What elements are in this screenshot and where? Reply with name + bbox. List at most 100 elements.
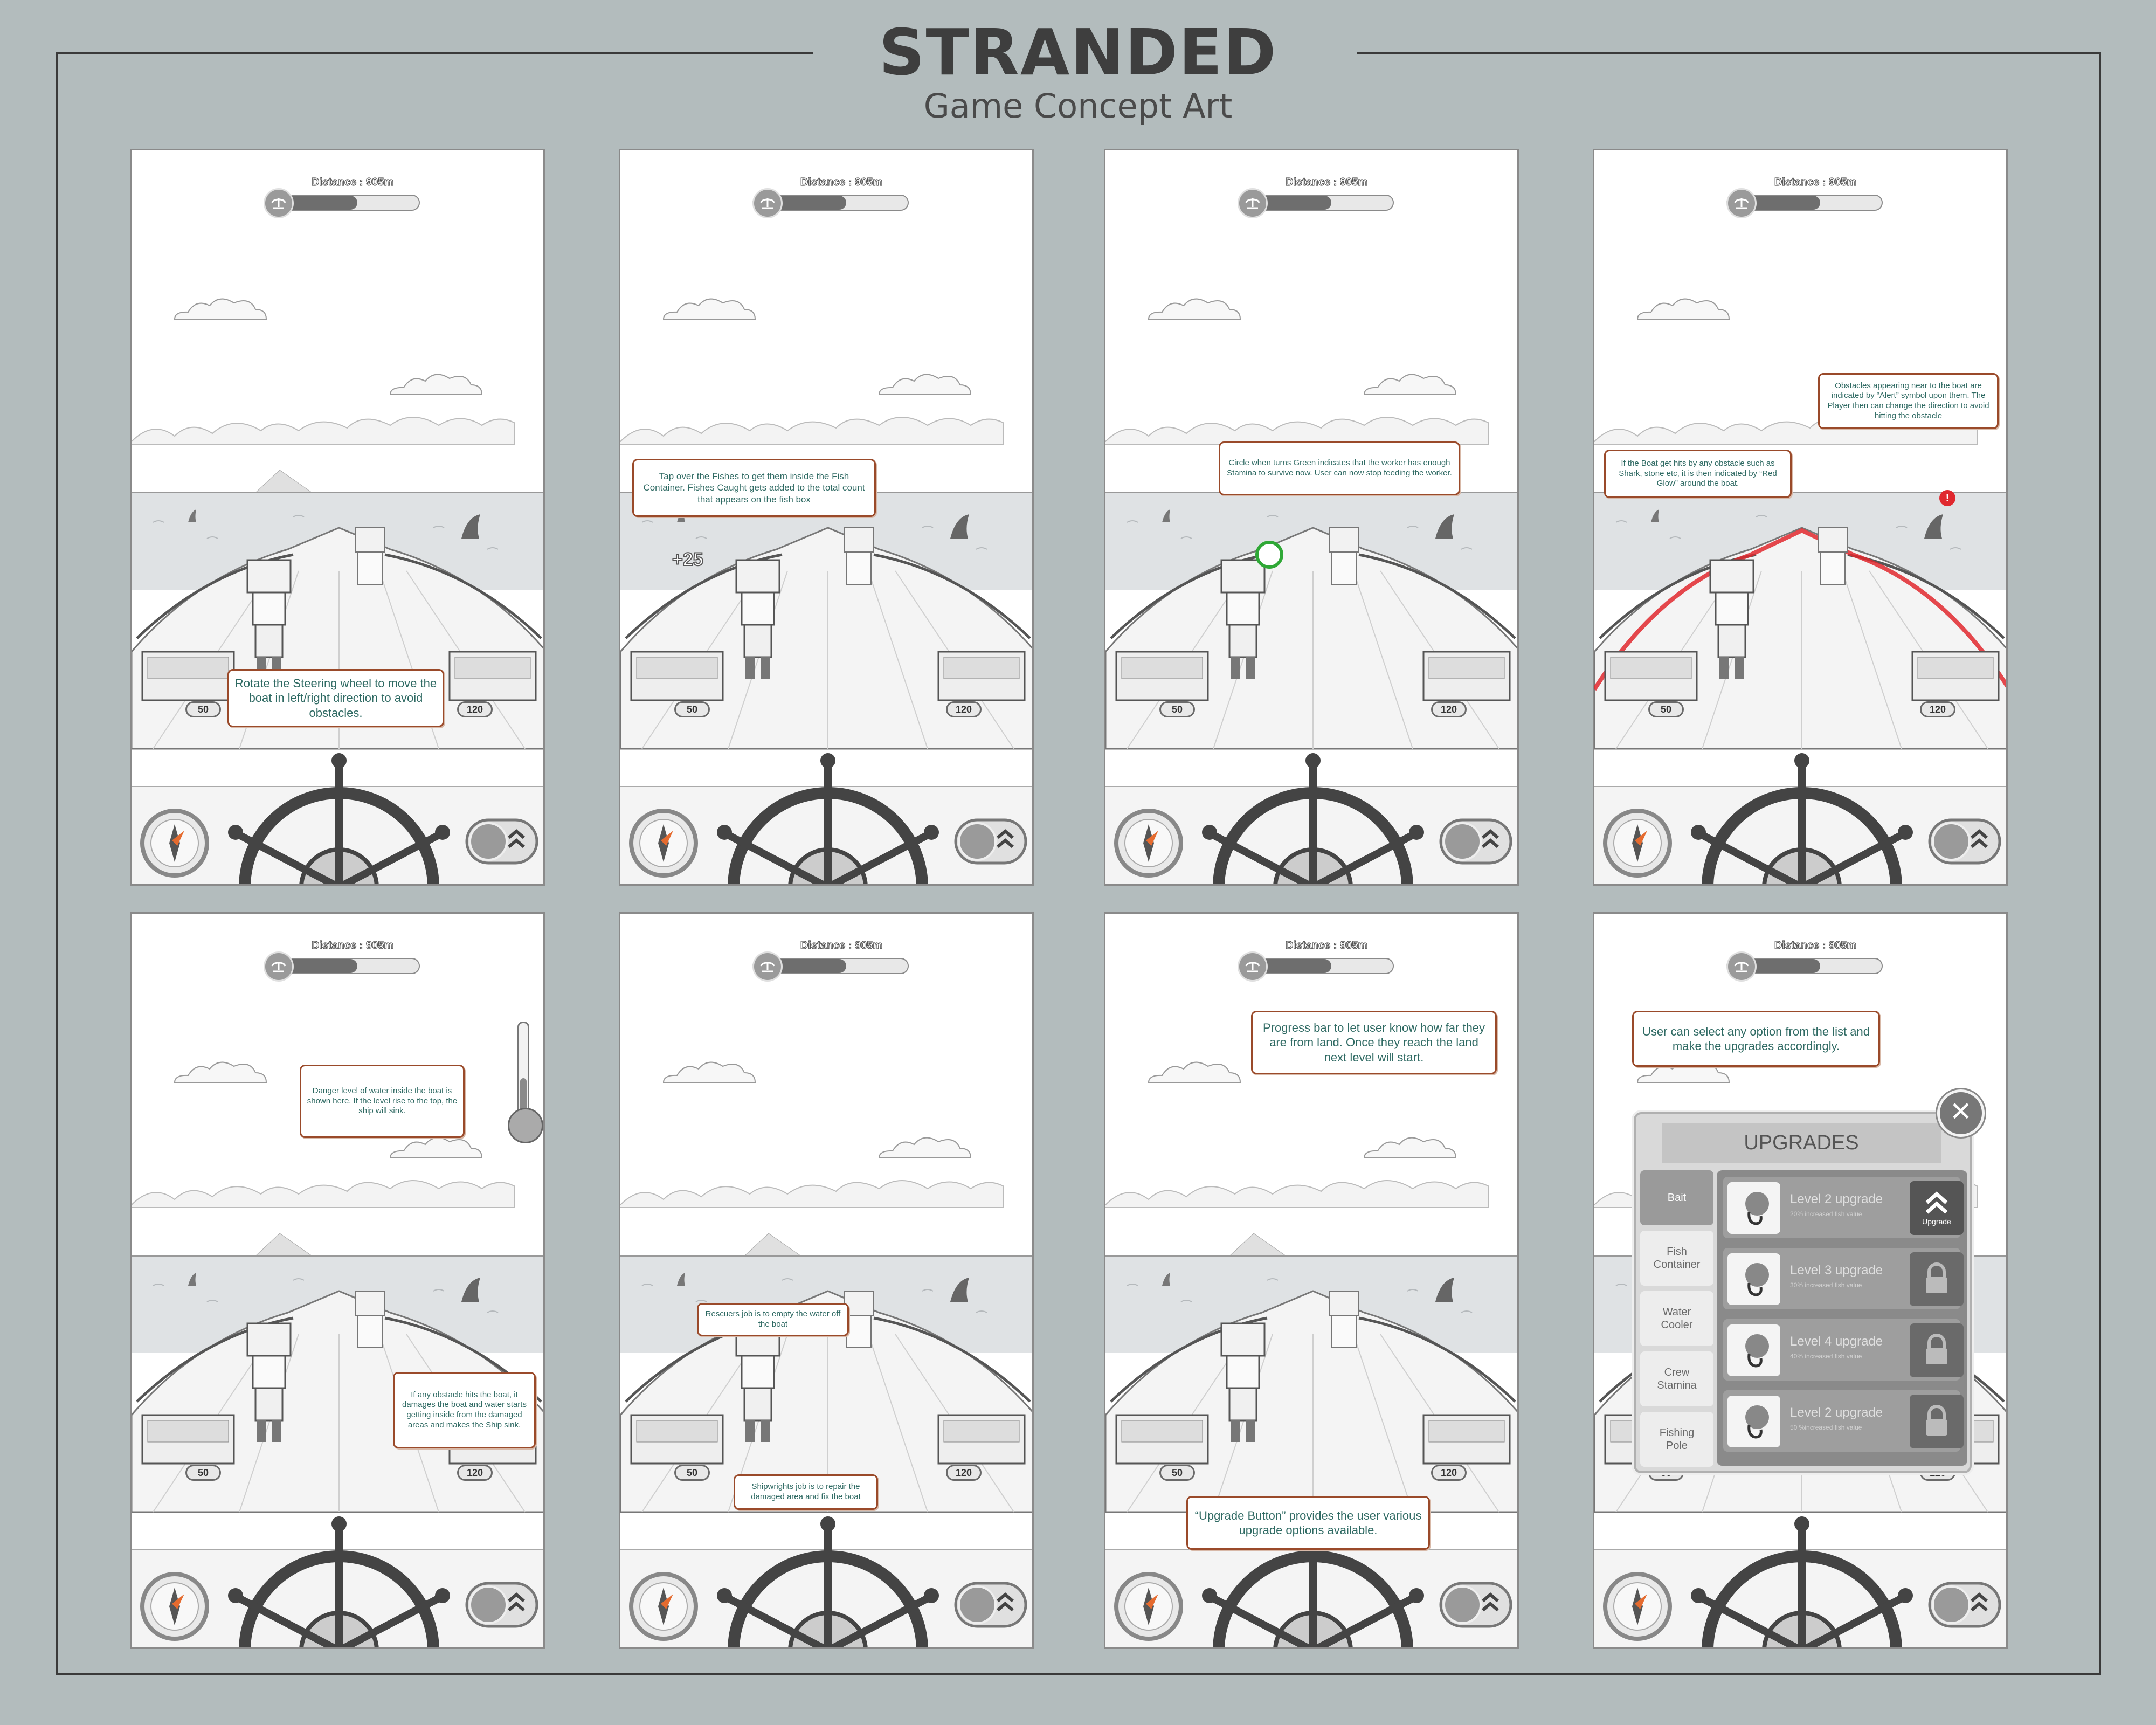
fish-count-badge: 50 xyxy=(1159,701,1195,717)
horizon-clouds xyxy=(620,417,1004,445)
steering-wheel-icon[interactable] xyxy=(228,753,450,886)
fish-count-badge: 50 xyxy=(674,701,710,717)
distance-label: Distance : 905m xyxy=(1285,176,1368,188)
fishing-hook-icon xyxy=(1727,1182,1780,1234)
steering-wheel-icon[interactable] xyxy=(1691,753,1913,886)
island-mountain xyxy=(254,470,313,493)
locked-upgrade-button[interactable] xyxy=(1910,1252,1964,1306)
fish-count-badge: 50 xyxy=(185,1465,221,1481)
fish-count-badge: 50 xyxy=(185,701,221,717)
fish-crate-left xyxy=(630,651,724,701)
distance-label: Distance : 905m xyxy=(1285,939,1368,951)
locked-upgrade-button[interactable] xyxy=(1910,1323,1964,1377)
page-subtitle: Game Concept Art xyxy=(923,86,1233,126)
cloud xyxy=(662,298,972,395)
upgrade-description: 20% increased fish value xyxy=(1790,1210,1862,1218)
upgrade-level-label: Level 3 upgrade xyxy=(1790,1263,1883,1278)
shark-fin xyxy=(950,1278,969,1302)
border-top-right xyxy=(1357,52,2101,54)
upgrade-button[interactable] xyxy=(1439,1582,1512,1628)
cloud xyxy=(1148,298,1457,395)
upgrade-description: 30% increased fish value xyxy=(1790,1281,1862,1289)
steering-wheel-icon[interactable] xyxy=(717,1516,939,1649)
fish-count-badge: 50 xyxy=(674,1465,710,1481)
compass-icon[interactable] xyxy=(1114,1572,1183,1641)
island-icon xyxy=(1238,951,1268,982)
lock-icon xyxy=(1926,1262,1947,1293)
worker-character xyxy=(246,1322,292,1442)
upgrade-tab-water-cooler[interactable]: Water Cooler xyxy=(1640,1291,1713,1346)
upgrade-description: 40% increased fish value xyxy=(1790,1353,1862,1360)
border-left xyxy=(56,52,58,1675)
steering-wheel-icon[interactable] xyxy=(228,1516,450,1649)
game-scene xyxy=(620,298,1032,886)
steering-wheel-icon[interactable] xyxy=(1202,753,1424,886)
water-level-gauge xyxy=(517,1022,529,1119)
fish-count-badge: 50 xyxy=(1648,701,1684,717)
upgrade-level-label: Level 2 upgrade xyxy=(1790,1405,1883,1420)
fish-crate-right xyxy=(937,1414,1026,1465)
fish-crate-right xyxy=(448,651,537,701)
compass-icon[interactable] xyxy=(140,1572,209,1641)
upgrade-button[interactable] xyxy=(465,818,538,865)
close-icon[interactable]: ✕ xyxy=(1937,1089,1985,1137)
compass-icon[interactable] xyxy=(629,809,698,878)
small-fin xyxy=(188,1273,196,1286)
upgrade-tab-label: Fish Container xyxy=(1653,1246,1701,1271)
upgrade-button[interactable] xyxy=(954,1582,1027,1628)
island-icon xyxy=(264,951,294,982)
water-level-fill xyxy=(520,1078,527,1116)
upgrade-button[interactable] xyxy=(465,1582,538,1628)
steering-wheel-icon[interactable] xyxy=(717,753,939,886)
fish-crate-left xyxy=(630,1414,724,1465)
tutorial-callout: Circle when turns Green indicates that t… xyxy=(1219,441,1460,495)
upgrade-button[interactable] xyxy=(1439,818,1512,865)
compass-icon[interactable] xyxy=(629,1572,698,1641)
rescuer-character xyxy=(844,1291,874,1348)
upgrade-now-button[interactable]: Upgrade xyxy=(1910,1181,1964,1235)
compass-icon[interactable] xyxy=(1603,1572,1672,1641)
upgrade-button-label: Upgrade xyxy=(1922,1217,1951,1226)
upgrade-tab-crew-stamina[interactable]: Crew Stamina xyxy=(1640,1351,1713,1406)
locked-upgrade-button[interactable] xyxy=(1910,1395,1964,1448)
lock-icon xyxy=(1926,1405,1947,1436)
border-bottom xyxy=(56,1673,2101,1675)
rescuer-character xyxy=(355,527,385,585)
island-mountain xyxy=(743,1233,802,1257)
upgrade-tab-fishing-pole[interactable]: Fishing Pole xyxy=(1640,1412,1713,1467)
upgrade-button[interactable] xyxy=(954,818,1027,865)
compass-icon[interactable] xyxy=(1114,809,1183,878)
tutorial-callout: User can select any option from the list… xyxy=(1632,1011,1880,1067)
cloud xyxy=(662,1061,972,1158)
worker-character xyxy=(1709,559,1754,679)
island-icon xyxy=(1726,951,1757,982)
rescuer-character xyxy=(1329,527,1359,585)
horizon-clouds xyxy=(132,417,515,445)
container-count-badge: 120 xyxy=(457,1465,493,1481)
upgrade-tab-fish-container[interactable]: Fish Container xyxy=(1640,1231,1713,1286)
upgrade-tab-label: Fishing Pole xyxy=(1659,1427,1695,1452)
compass-icon[interactable] xyxy=(140,809,209,878)
upgrade-tab-bait[interactable]: Bait xyxy=(1640,1170,1713,1225)
tutorial-callout: Tap over the Fishes to get them inside t… xyxy=(632,459,876,517)
red-glow-outline xyxy=(1594,528,2006,691)
island-icon xyxy=(752,951,783,982)
worker-character xyxy=(735,1322,780,1442)
chevron-up-icon xyxy=(1925,1191,1948,1214)
fish-crate-left xyxy=(141,651,235,701)
steering-wheel-icon[interactable] xyxy=(1691,1516,1913,1649)
upgrade-row: Level 3 upgrade 30% increased fish value xyxy=(1723,1248,1964,1309)
page-title: STRANDED xyxy=(879,15,1277,89)
alert-icon: ! xyxy=(1939,490,1955,506)
upgrade-button[interactable] xyxy=(1928,818,2001,865)
upgrade-button[interactable] xyxy=(1928,1582,2001,1628)
cloud xyxy=(174,298,483,395)
compass-icon[interactable] xyxy=(1603,809,1672,878)
container-count-badge: 120 xyxy=(946,1465,982,1481)
distance-label: Distance : 905m xyxy=(1774,176,1857,188)
distance-label: Distance : 905m xyxy=(311,939,394,951)
island-icon xyxy=(1726,188,1757,218)
